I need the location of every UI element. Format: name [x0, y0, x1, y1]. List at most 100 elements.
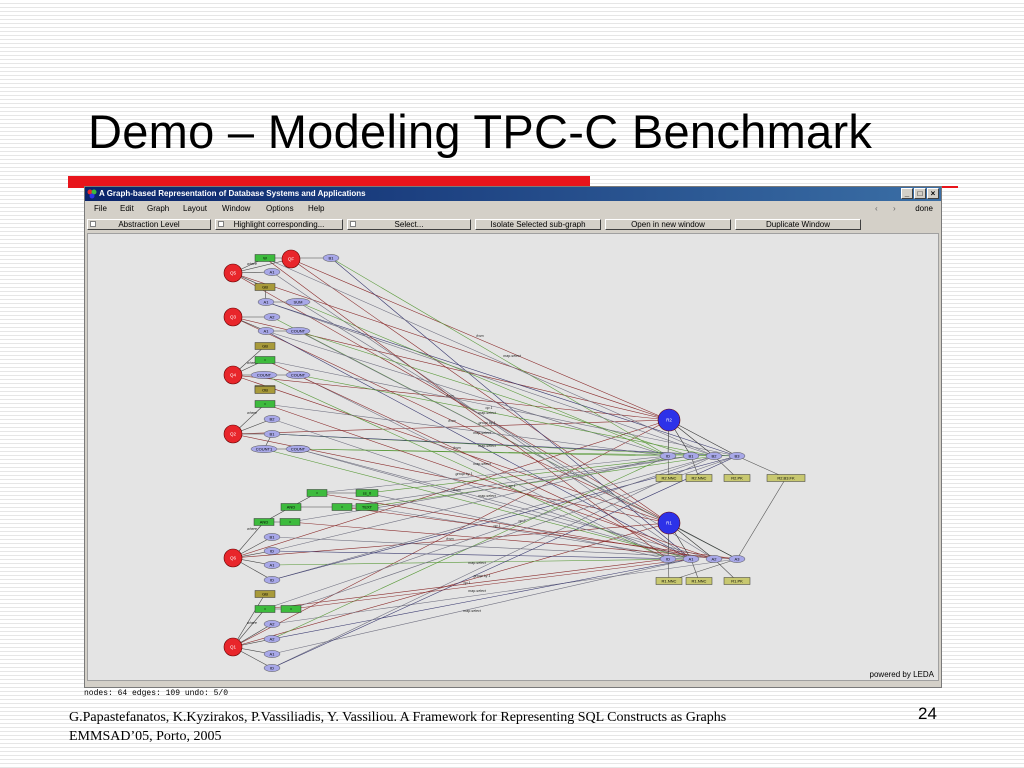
constraint-box-node [685, 577, 713, 585]
query-q4-node [223, 365, 243, 385]
menu-help[interactable]: Help [308, 204, 325, 213]
relation-attribute-label: B3 [735, 453, 741, 458]
menu-options[interactable]: Options [266, 204, 294, 213]
attribute-mapping-edge [265, 330, 692, 560]
operator-box-label: = [289, 519, 292, 524]
edge-label: map-select [473, 462, 492, 466]
operator-mapping-edge [264, 257, 669, 560]
relation-attribute-label: A1 [689, 556, 695, 561]
relation-attribute-label: B1 [689, 453, 695, 458]
operator-mapping-edge [316, 455, 669, 494]
graph-drawing[interactable]: map-selectmap-selectmap-selectmap-select… [88, 234, 938, 680]
maximize-button[interactable]: □ [914, 188, 926, 199]
select-dropdown[interactable]: Select... [347, 219, 471, 230]
edge-label: map-select [478, 444, 497, 448]
relation-attribute-node [659, 452, 677, 460]
citation: G.Papastefanatos, K.Kyzirakos, P.Vassili… [69, 708, 909, 746]
attribute-mapping-edge [271, 558, 692, 640]
query-attribute-node [263, 268, 281, 276]
highlight-corresponding-dropdown[interactable]: Highlight corresponding... [215, 219, 343, 230]
operator-box-label: = [316, 490, 319, 495]
aggregate-mapping-edge [297, 330, 692, 457]
constraint-box-node [655, 577, 683, 585]
operator-box-label: W [263, 255, 267, 260]
query-attribute-label: ID [270, 665, 274, 670]
aggregate-node-node [285, 445, 311, 453]
operator-box-node [306, 489, 328, 497]
close-button[interactable]: × [927, 188, 939, 199]
edge-label: from [453, 446, 460, 450]
query-relation-edge [232, 316, 670, 421]
relation-attribute-label: ID [666, 556, 670, 561]
aggregate-mapping-edge [297, 301, 715, 560]
status-bar: nodes: 64 edges: 109 undo: 5/0 [84, 689, 229, 698]
operator-mapping-edge [264, 359, 738, 457]
back-arrow-icon[interactable]: ‹ [875, 204, 878, 213]
query-q1-label: Q1 [230, 645, 237, 650]
attribute-mapping-edge [271, 558, 738, 625]
relation-r2-node [657, 408, 681, 432]
operator-mapping-edge [264, 359, 692, 560]
relation-attribute-node [682, 555, 700, 563]
operator-box-node [254, 254, 276, 262]
aggregate-mapping-edge [297, 374, 715, 457]
tool-bar: Abstraction Level Highlight correspondin… [85, 218, 941, 232]
aggregate-mapping-edge [297, 301, 669, 457]
operator-mapping-edge [290, 558, 692, 610]
open-new-window-button[interactable]: Open in new window [605, 219, 731, 230]
condition-box-node [254, 342, 276, 350]
aggregate-mapping-edge [297, 448, 669, 457]
query-q2-label: Q2 [230, 432, 237, 437]
query-structure-edge [232, 258, 292, 274]
citation-line-2: EMMSAD’05, Porto, 2005 [69, 729, 222, 744]
window-titlebar[interactable]: A Graph-based Representation of Database… [85, 187, 941, 201]
menu-window[interactable]: Window [222, 204, 251, 213]
condition-box-node [254, 386, 276, 394]
slide-title: Demo – Modeling TPC-C Benchmark [88, 105, 873, 158]
abstraction-level-dropdown[interactable]: Abstraction Level [87, 219, 211, 230]
relation-attribute-label: B2 [712, 453, 718, 458]
query-attribute-node [263, 430, 281, 438]
query-attribute-label: ID [270, 577, 274, 582]
query-attribute-label: A1 [270, 651, 276, 656]
constraint-box-label: R1.NNC [692, 578, 707, 583]
aggregate-mapping-edge [263, 374, 669, 560]
dropdown-check-icon [218, 221, 224, 227]
condition-box-node [254, 590, 276, 598]
window-title: A Graph-based Representation of Database… [99, 189, 366, 198]
isolate-subgraph-button[interactable]: Isolate Selected sub-graph [475, 219, 601, 230]
edge-label: from [476, 334, 483, 338]
constant-mapping-edge [366, 455, 715, 508]
query-relation-edge [232, 522, 670, 559]
forward-arrow-icon[interactable]: › [893, 204, 896, 213]
menu-edit[interactable]: Edit [120, 204, 134, 213]
condition-box-label: OB [262, 387, 268, 392]
attribute-mapping-edge [271, 550, 692, 560]
menu-graph[interactable]: Graph [147, 204, 170, 213]
query-attribute-label: A2 [270, 636, 276, 641]
menu-layout[interactable]: Layout [183, 204, 208, 213]
and-operator-box-node [253, 518, 275, 526]
query-relation-edge [232, 419, 670, 648]
attribute-mapping-edge [265, 301, 715, 457]
operator-box-label: = [341, 504, 344, 509]
relation-attribute-label: ID [666, 453, 670, 458]
relation-r2-label: R2 [666, 418, 672, 423]
attribute-mapping-edge [271, 455, 738, 669]
query-q6-node [223, 548, 243, 568]
attribute-mapping-edge [271, 455, 715, 669]
constraint-box-node [655, 474, 683, 482]
query-attribute-label: B1 [270, 534, 276, 539]
title-accent-bar [68, 176, 590, 186]
query-attribute-node [263, 313, 281, 321]
query-qf-node [281, 249, 301, 269]
minimize-button[interactable]: _ [901, 188, 913, 199]
menu-file[interactable]: File [94, 204, 107, 213]
done-button[interactable]: done [915, 204, 933, 213]
operator-mapping-edge [264, 455, 715, 610]
duplicate-window-button[interactable]: Duplicate Window [735, 219, 861, 230]
constraint-box-node [723, 577, 751, 585]
attribute-mapping-edge [265, 301, 738, 457]
dropdown-check-icon [350, 221, 356, 227]
